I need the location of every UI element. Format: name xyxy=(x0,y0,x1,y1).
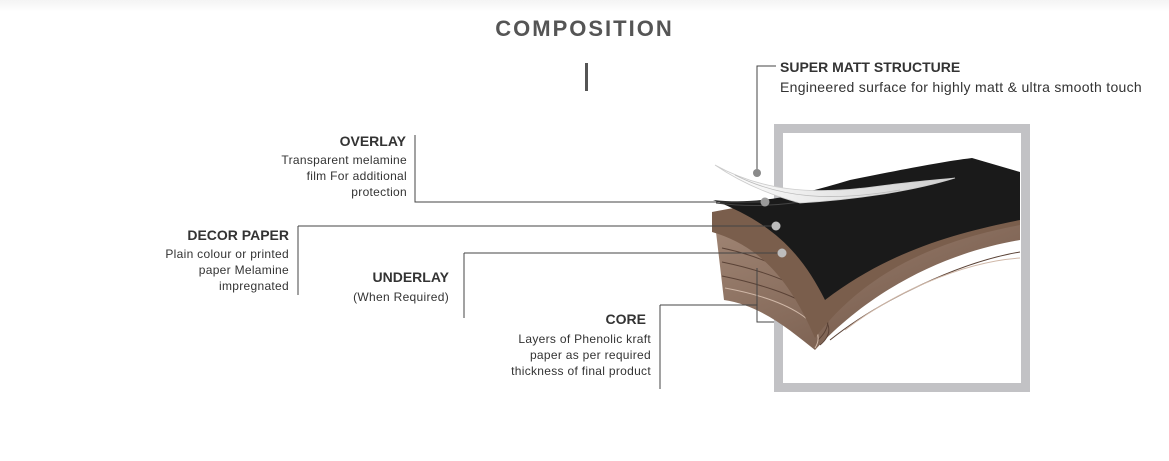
core-desc: Layers of Phenolic kraft paper as per re… xyxy=(511,331,651,379)
dot-super-matt xyxy=(753,169,761,177)
overlay-desc: Transparent melamine film For additional… xyxy=(281,152,407,200)
overlay-film-shape xyxy=(713,158,1020,300)
underlay-desc: (When Required) xyxy=(353,289,449,305)
top-shade xyxy=(0,0,1169,12)
callout-dots xyxy=(753,169,787,258)
dot-decor-paper xyxy=(771,221,781,231)
laminate-sheet xyxy=(712,158,1021,350)
core-desc-line: Layers of Phenolic kraft xyxy=(518,332,651,346)
decor-paper-heading: DECOR PAPER xyxy=(187,227,289,243)
title-divider xyxy=(585,63,588,91)
super-matt-desc: Engineered surface for highly matt & ult… xyxy=(780,79,1143,95)
core-desc-line: thickness of final product xyxy=(511,364,651,378)
core-heading: CORE xyxy=(605,311,646,327)
leader-super-matt xyxy=(756,65,776,173)
decor-paper-desc-line: Plain colour or printed xyxy=(165,247,289,261)
core-desc-line: paper as per required xyxy=(529,348,651,362)
dot-underlay xyxy=(777,248,787,258)
overlay-heading: OVERLAY xyxy=(339,133,406,149)
super-matt-film-shape xyxy=(714,164,956,204)
super-matt-heading: SUPER MATT STRUCTURE xyxy=(780,59,961,75)
overlay-desc-line: protection xyxy=(351,185,407,199)
decor-paper-desc: Plain colour or printed paper Melamine i… xyxy=(165,246,289,294)
leader-lines xyxy=(297,65,782,389)
page-title: COMPOSITION xyxy=(495,16,674,41)
dot-overlay xyxy=(760,197,770,207)
overlay-desc-line: Transparent melamine xyxy=(281,153,407,167)
decor-paper-desc-line: paper Melamine xyxy=(198,263,289,277)
underlay-heading: UNDERLAY xyxy=(372,269,450,285)
overlay-desc-line: film For additional xyxy=(306,169,407,183)
underlay-desc-line: (When Required) xyxy=(353,290,449,304)
decor-paper-desc-line: impregnated xyxy=(218,279,289,293)
leader-core xyxy=(660,268,774,323)
leader-overlay xyxy=(414,135,765,203)
